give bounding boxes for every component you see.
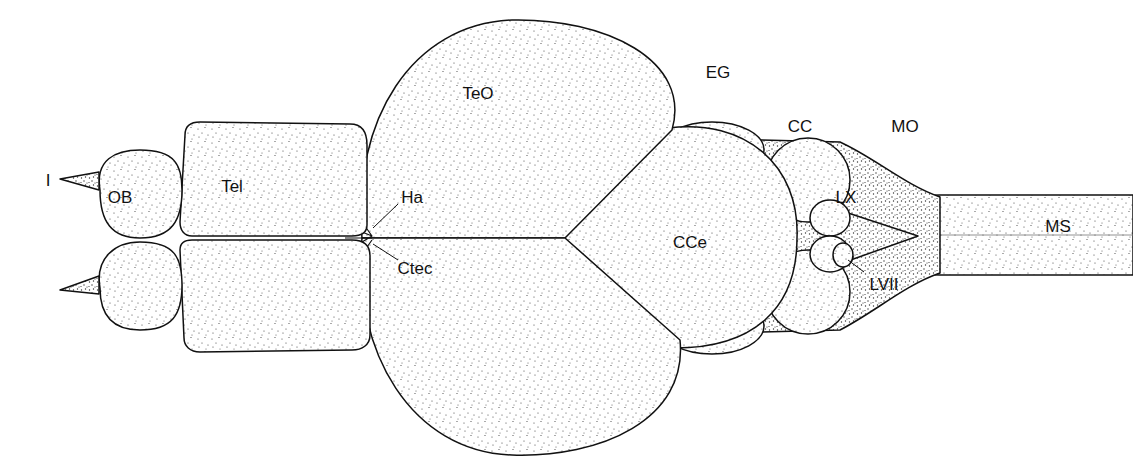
olfactory-nerve <box>60 172 99 190</box>
leader-line <box>373 244 398 260</box>
olfactory-bulb <box>99 242 182 330</box>
part-label: Ha <box>401 189 423 206</box>
tectum-lobe <box>361 238 681 455</box>
leader-line <box>848 260 864 272</box>
part-label: I <box>46 172 51 189</box>
brain-outline <box>60 20 1133 455</box>
part-label: EG <box>706 64 731 81</box>
median-line <box>940 235 1133 236</box>
tectum-lobe <box>361 20 675 238</box>
leader-line <box>373 204 398 228</box>
lvii-lobe <box>833 243 853 267</box>
part-label: MS <box>1045 218 1071 235</box>
olfactory-nerve <box>60 276 99 294</box>
part-label: CCe <box>673 234 707 251</box>
part-label: MO <box>891 118 918 135</box>
part-label: CC <box>788 118 813 135</box>
part-label: Tel <box>221 178 243 195</box>
leader-lines <box>373 204 864 272</box>
part-label: LVII <box>870 276 899 293</box>
part-label: TeO <box>462 85 493 102</box>
ventricle-notch <box>845 212 918 262</box>
telencephalon-lobe <box>180 122 367 236</box>
part-label: Ctec <box>398 260 433 277</box>
telencephalon-lobe <box>180 240 370 352</box>
part-label: OB <box>108 189 133 206</box>
part-label: LX <box>836 189 857 206</box>
olfactory-bulb <box>99 150 182 238</box>
